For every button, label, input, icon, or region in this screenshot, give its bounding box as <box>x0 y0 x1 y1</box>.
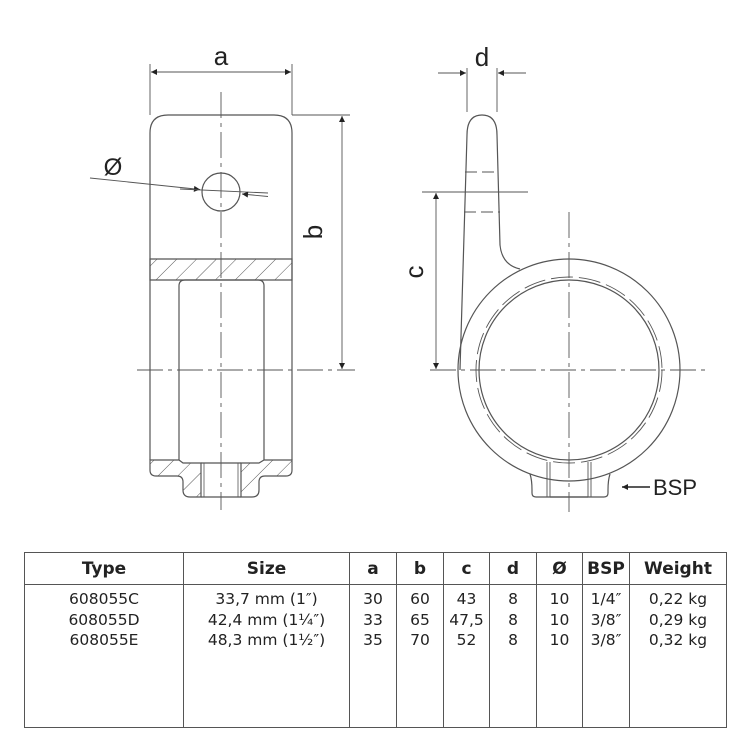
table-cell: 0,22 kg <box>648 590 708 608</box>
table-cell: 52 <box>456 631 477 649</box>
dimension-a-label: a <box>214 41 229 71</box>
dimension-d-label: d <box>475 42 489 72</box>
column-d: 8 8 8 <box>489 584 537 728</box>
table-cell: 1/4″ <box>590 590 622 608</box>
table-body: 608055C 608055D 608055E 33,7 mm (1″) 42,… <box>24 584 727 728</box>
specification-table: Type Size a b c d Ø BSP Weight 608055C 6… <box>24 552 727 728</box>
technical-drawing: a b Ø d c BSP <box>89 41 705 512</box>
table-cell: 608055D <box>68 610 140 629</box>
column-bsp: 1/4″ 3/8″ 3/8″ <box>582 584 630 728</box>
table-cell: 8 <box>508 590 518 608</box>
table-cell: 43 <box>456 590 477 608</box>
table-cell: 8 <box>508 631 518 649</box>
table-cell: 47,5 <box>449 610 484 629</box>
front-bottom-hatch-right <box>240 459 293 498</box>
header-c: c <box>443 552 490 585</box>
table-cell: 10 <box>549 610 570 629</box>
front-inner-bore <box>178 279 265 460</box>
table-cell: 60 <box>410 590 430 608</box>
table-header-row: Type Size a b c d Ø BSP Weight <box>24 552 727 585</box>
column-diameter: 10 10 10 <box>536 584 583 728</box>
header-weight: Weight <box>629 552 727 585</box>
bsp-label: BSP <box>653 475 697 500</box>
side-tab-outline <box>459 114 521 371</box>
table-cell: 33 <box>363 610 383 629</box>
table-cell: 608055C <box>69 590 139 608</box>
table-cell: 48,3 mm (1½″) <box>207 631 326 649</box>
header-b: b <box>396 552 444 585</box>
front-view <box>89 64 355 510</box>
header-diameter: Ø <box>536 552 583 585</box>
header-size: Size <box>183 552 350 585</box>
front-bottom-hatch-left <box>149 459 202 498</box>
header-bsp: BSP <box>582 552 630 585</box>
hole-diameter-label: Ø <box>104 154 123 181</box>
side-view <box>422 68 705 512</box>
header-d: d <box>489 552 537 585</box>
column-c: 43 47,5 52 <box>443 584 490 728</box>
table-cell: 0,29 kg <box>648 610 708 629</box>
table-cell: 8 <box>508 610 518 629</box>
table-cell: 608055E <box>69 631 139 649</box>
column-size: 33,7 mm (1″) 42,4 mm (1¼″) 48,3 mm (1½″) <box>183 584 350 728</box>
table-cell: 0,32 kg <box>648 631 708 649</box>
diameter-leader <box>89 177 201 192</box>
table-cell: 33,7 mm (1″) <box>215 590 318 608</box>
header-type: Type <box>24 552 184 585</box>
table-cell: 3/8″ <box>590 610 622 629</box>
table-cell: 10 <box>549 590 570 608</box>
dimension-c-label: c <box>399 266 429 279</box>
column-type: 608055C 608055D 608055E <box>24 584 184 728</box>
table-cell: 3/8″ <box>590 631 622 649</box>
table-cell: 70 <box>410 631 430 649</box>
column-weight: 0,22 kg 0,29 kg 0,32 kg <box>629 584 727 728</box>
table-cell: 65 <box>410 610 430 629</box>
column-a: 30 33 35 <box>349 584 397 728</box>
dimension-b-label: b <box>298 225 328 239</box>
table-cell: 42,4 mm (1¼″) <box>207 610 326 629</box>
table-cell: 35 <box>363 631 383 649</box>
table-cell: 10 <box>549 631 570 649</box>
table-cell: 30 <box>363 590 383 608</box>
header-a: a <box>349 552 397 585</box>
column-b: 60 65 70 <box>396 584 444 728</box>
